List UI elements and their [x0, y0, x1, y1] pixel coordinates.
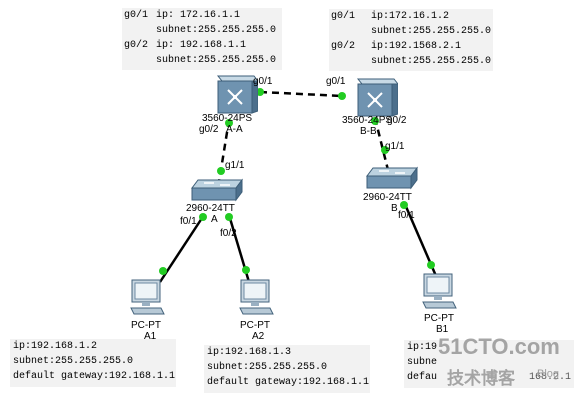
port-label: f0/2: [220, 228, 237, 239]
pc-a2-name: A2: [252, 331, 265, 342]
link-access-a-to-pc-a1: [158, 214, 206, 283]
port-label: g1/1: [225, 160, 245, 171]
watermark-domain: 51CTO.com: [438, 334, 560, 359]
port-light: [381, 146, 389, 154]
link-core-a-to-core-b: [259, 90, 343, 98]
access-switch-b-model: 2960-24TT: [363, 192, 412, 203]
switch-icon[interactable]: [365, 166, 419, 190]
access-switch-a-model: 2960-24TT: [186, 203, 235, 214]
pc-a1-name: A1: [144, 331, 157, 342]
multilayer-switch-icon[interactable]: [214, 74, 258, 116]
port-label: f0/1: [180, 216, 197, 227]
port-light: [338, 92, 346, 100]
link-core-b-to-access-b: [373, 117, 390, 171]
port-label: f0/1: [398, 210, 415, 221]
note-pc-a2: ip:192.168.1.3 subnet:255.255.255.0 defa…: [204, 345, 370, 393]
port-label: g0/2: [199, 124, 219, 135]
port-label: g0/1: [326, 76, 346, 87]
port-light: [159, 267, 167, 275]
port-light: [371, 117, 379, 125]
port-label: g0/1: [253, 76, 273, 87]
port-light: [256, 88, 264, 96]
port-label: g0/2: [387, 115, 407, 126]
port-light: [225, 119, 233, 127]
access-switch-b-name: B: [391, 203, 398, 214]
port-light: [199, 213, 207, 221]
port-light: [400, 201, 408, 209]
port-light: [427, 261, 435, 269]
port-light: [225, 213, 233, 221]
core-switch-a-model: 3560-24PS: [202, 113, 253, 124]
access-switch-a-name: A: [211, 214, 218, 225]
port-light: [217, 167, 225, 175]
watermark-blog: Blog: [537, 368, 560, 380]
core-switch-b-model: 3560-24PS: [342, 115, 393, 126]
core-switch-b-name: B-B: [360, 126, 377, 137]
pc-b1-name: B1: [436, 324, 449, 335]
pc-a1-type: PC-PT: [131, 320, 161, 331]
pc-icon[interactable]: [421, 272, 457, 310]
multilayer-switch-icon[interactable]: [354, 77, 398, 119]
pc-icon[interactable]: [129, 278, 165, 316]
switch-icon[interactable]: [190, 178, 244, 202]
port-light: [242, 266, 250, 274]
pc-a2-type: PC-PT: [240, 320, 270, 331]
watermark-subtitle: 技术博客: [447, 369, 515, 388]
port-label: g1/1: [385, 141, 405, 152]
core-switch-a-name: A-A: [226, 124, 243, 135]
note-pc-a1: ip:192.168.1.2 subnet:255.255.255.0 defa…: [10, 339, 176, 387]
pc-icon[interactable]: [238, 278, 274, 316]
pc-b1-type: PC-PT: [424, 313, 454, 324]
